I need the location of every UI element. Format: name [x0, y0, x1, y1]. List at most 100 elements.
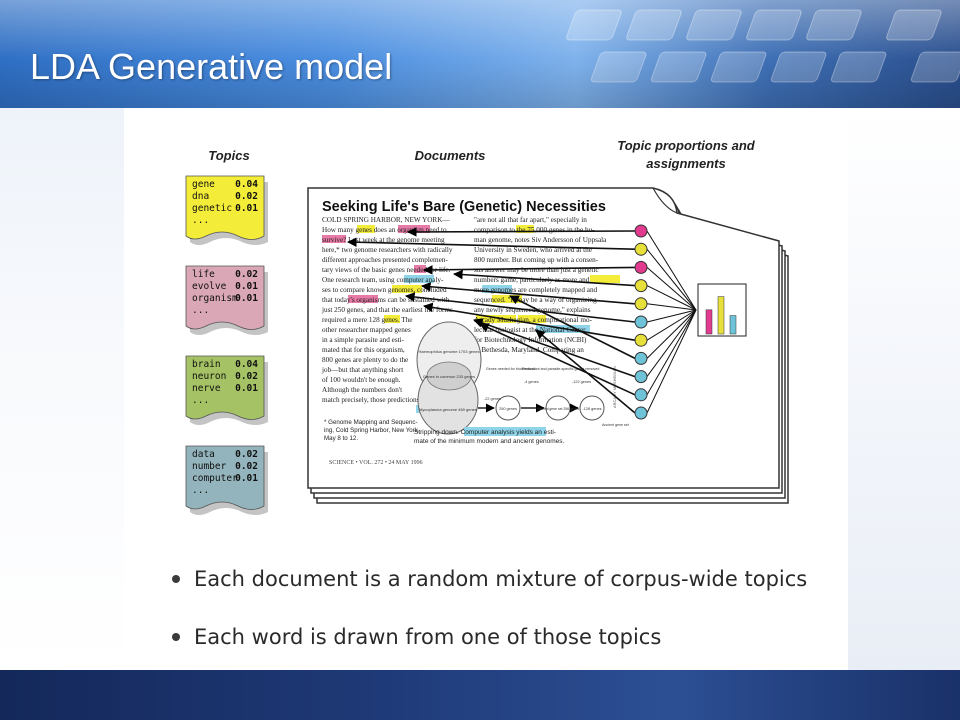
- document-line: 800 number. But coming up with a consen-: [474, 256, 599, 264]
- document-line: required a mere 128 genes. The: [322, 316, 412, 324]
- assignment-dot: [634, 315, 648, 329]
- bullet-dot-icon: [172, 575, 180, 583]
- bullet-item: Each document is a random mixture of cor…: [168, 566, 807, 624]
- assignment-dot: [634, 333, 648, 347]
- label-vertical-credit: ARCADY MUSHEGIAN: [612, 366, 617, 408]
- document-line: survive? Last week at the genome meeting: [322, 236, 445, 244]
- assignment-dot: [634, 388, 648, 402]
- caption-line: mate of the minimum modern and ancient g…: [414, 438, 564, 445]
- document-line: "are not all that far apart," especially…: [474, 216, 587, 224]
- journal-line: SCIENCE • VOL. 272 • 24 MAY 1996: [329, 460, 423, 466]
- document-line: One research team, using computer analy-: [322, 276, 444, 284]
- label-minus-22: -22 genes: [484, 397, 501, 401]
- label-minus-4: -4 genes: [524, 380, 539, 384]
- assignment-arrow: [509, 295, 636, 360]
- document-left-column: COLD SPRING HARBOR, NEW YORK—How many ge…: [321, 216, 453, 404]
- document-line: in Bethesda, Maryland. Comparing an: [474, 346, 584, 354]
- topic-word-prob: 0.01: [235, 293, 258, 304]
- document-line: University in Sweden, who arrived at the: [474, 246, 592, 254]
- left-decor: [0, 108, 124, 670]
- document-line: Although the numbers don't: [322, 386, 402, 394]
- topic-word: number: [192, 461, 227, 472]
- topic-word: genetic: [192, 203, 232, 214]
- topic-word-prob: 0.04: [235, 179, 258, 190]
- proportion-link: [646, 285, 697, 311]
- topic-word-prob: 0.02: [235, 449, 258, 460]
- bullet-dot-icon: [172, 633, 180, 641]
- label-minus-122: -122 genes: [572, 380, 591, 384]
- proportion-link: [646, 309, 697, 359]
- topic-word: neuron: [192, 371, 226, 382]
- bullet-text: Each word is drawn from one of those top…: [194, 625, 662, 649]
- assignment-arrow: [479, 323, 636, 396]
- assignment-dot: [634, 260, 648, 274]
- topic-ellipsis: ...: [192, 215, 209, 226]
- label-genes-in-common: Genes in common 233 genes: [423, 374, 475, 379]
- assignment-arrow: [423, 265, 636, 275]
- documents-header: Documents: [415, 148, 486, 163]
- topic-word-prob: 0.02: [235, 269, 258, 280]
- topic-word-prob: 0.02: [235, 191, 258, 202]
- topic-word-prob: 0.01: [235, 281, 258, 292]
- topic-ellipsis: ...: [192, 395, 209, 406]
- proportion-link: [646, 309, 697, 377]
- assignment-arrow: [423, 302, 636, 341]
- proportions-header-line2: assignments: [646, 156, 725, 171]
- caption-line: Stripping down. Computer analysis yields…: [414, 429, 556, 436]
- figure-caption: Stripping down. Computer analysis yields…: [414, 429, 564, 445]
- proportion-bar: [717, 296, 725, 335]
- assignment-arrow: [473, 318, 636, 378]
- topic-ellipsis: ...: [192, 305, 209, 316]
- topic-ellipsis: ...: [192, 485, 209, 496]
- assignment-dot: [634, 242, 648, 256]
- document-line: different approaches presented complemen…: [322, 256, 448, 264]
- document-line: other researcher mapped genes: [322, 326, 411, 334]
- document-line: 800 genes are plenty to do the: [322, 356, 408, 364]
- topic-word-prob: 0.02: [235, 371, 258, 382]
- document-title: Seeking Life's Bare (Genetic) Necessitie…: [322, 199, 606, 215]
- document-line: tary views of the basic genes needed for…: [322, 266, 451, 274]
- title-bar: LDA Generative model: [0, 0, 960, 108]
- proportion-link: [646, 267, 697, 311]
- proportion-bar: [729, 315, 737, 335]
- proportion-link: [646, 309, 697, 341]
- topic-word-prob: 0.04: [235, 359, 258, 370]
- topic-word: gene: [192, 179, 215, 190]
- proportion-link: [646, 309, 697, 414]
- lda-diagram: Topics Documents Topic proportions and a…: [185, 138, 789, 515]
- document-line: just 250 genes, and that the earliest li…: [321, 306, 453, 314]
- right-decor: [848, 108, 960, 670]
- document-line: sequenced. "It may be a way of organizin…: [474, 296, 597, 304]
- document-line: lecular biologist at the National Center: [474, 326, 586, 334]
- topic-word: computer: [192, 473, 238, 484]
- document-line: ses to compare known genomes, concluded: [322, 286, 447, 294]
- assignment-dot: [634, 406, 648, 420]
- bullet-text: Each document is a random mixture of cor…: [194, 567, 808, 591]
- topic-word: brain: [192, 359, 221, 370]
- label-minimal: Minimal gene set 256 genes: [537, 407, 580, 411]
- document-line: Arcady Mushegian, a computational mo-: [474, 316, 593, 324]
- footnote-line: ing, Cold Spring Harbor, New York,: [324, 427, 420, 434]
- document-line: match precisely, those predictions: [322, 396, 420, 404]
- topic-word: evolve: [192, 281, 227, 292]
- assignment-dot: [634, 351, 648, 365]
- document-line: mated that for this organism,: [322, 346, 405, 354]
- slide-title: LDA Generative model: [30, 46, 393, 87]
- slide-content: Topics Documents Topic proportions and a…: [124, 108, 848, 670]
- footnote-line: * Genome Mapping and Sequenc-: [324, 419, 418, 426]
- proportion-link: [646, 303, 697, 311]
- bullet-list: Each document is a random mixture of cor…: [168, 566, 807, 682]
- label-250-genes: 250 genes: [499, 407, 517, 411]
- proportion-bar: [705, 309, 713, 335]
- proportion-chart: [697, 283, 747, 337]
- topic-word-prob: 0.01: [235, 383, 258, 394]
- label-genes-needed: Genes needed for biochemical: [486, 367, 535, 371]
- document-footnote: * Genome Mapping and Sequenc-ing, Cold S…: [324, 419, 420, 442]
- topic-word-prob: 0.02: [235, 461, 258, 472]
- label-haemophilus: Haemophilus genome 1703 genes: [419, 349, 480, 354]
- assignment-dot: [634, 297, 648, 311]
